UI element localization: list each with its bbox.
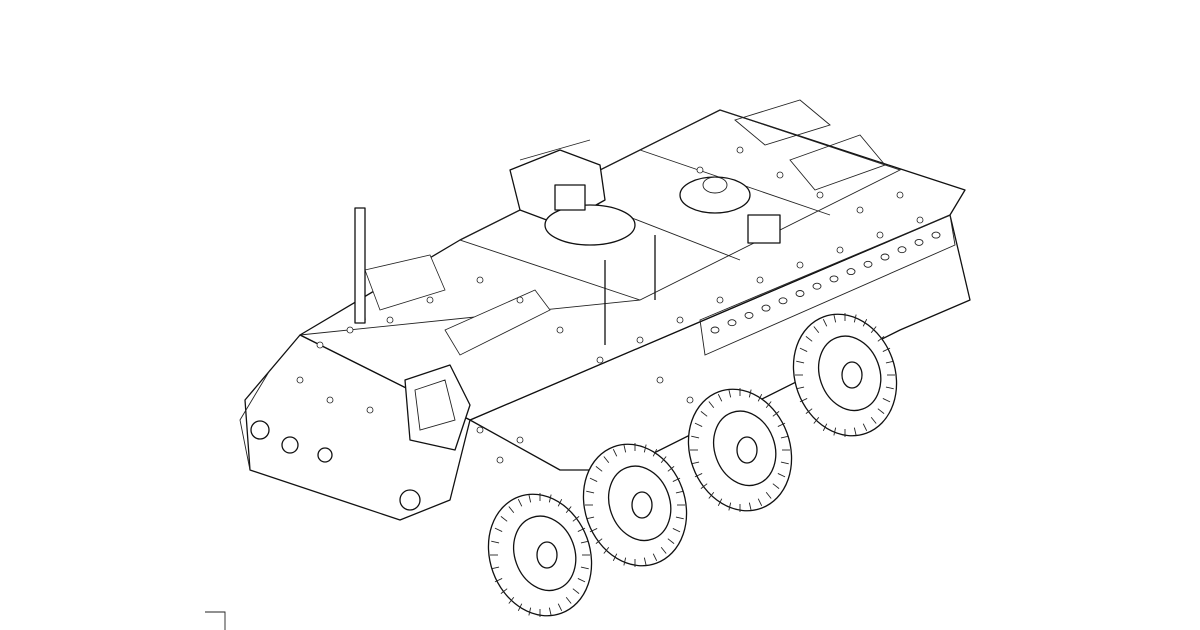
armor-holes (710, 231, 941, 334)
hatch-box (747, 214, 781, 244)
bolt (296, 376, 304, 384)
bolt (476, 276, 484, 284)
bolt (916, 216, 924, 224)
bolt (556, 326, 564, 334)
bolt (836, 246, 844, 254)
bolt (856, 206, 864, 214)
bolt (326, 396, 334, 404)
hatch (679, 176, 751, 214)
bolt (346, 326, 354, 334)
bolt (676, 316, 684, 324)
bolts (296, 146, 924, 464)
wheel (487, 493, 593, 617)
roof-panel (458, 109, 902, 301)
bolt (366, 406, 374, 414)
wheel (582, 443, 688, 567)
wheel (687, 388, 793, 512)
bolt (476, 426, 484, 434)
bolt (686, 396, 694, 404)
bolt (496, 456, 504, 464)
bolt (596, 356, 604, 364)
bolt (516, 296, 524, 304)
bolt (816, 191, 824, 199)
side-armor-strip (699, 214, 956, 356)
bolt (426, 296, 434, 304)
bolt (386, 316, 394, 324)
bolt (896, 191, 904, 199)
corner-crop-mark (205, 611, 226, 630)
engine-grille (364, 254, 551, 356)
bolt (876, 231, 884, 239)
bolt (516, 436, 524, 444)
bolt (796, 261, 804, 269)
bolt (756, 276, 764, 284)
bolt (656, 376, 664, 384)
wheels (487, 313, 898, 617)
bolt (736, 146, 744, 154)
wheel (792, 313, 898, 437)
bolt (776, 171, 784, 179)
driver-vision-block (404, 364, 471, 451)
bolt (696, 166, 704, 174)
bolt (636, 336, 644, 344)
bolt (716, 296, 724, 304)
remote-weapon-station (509, 139, 636, 246)
front-lights (250, 420, 421, 511)
bolt (316, 341, 324, 349)
